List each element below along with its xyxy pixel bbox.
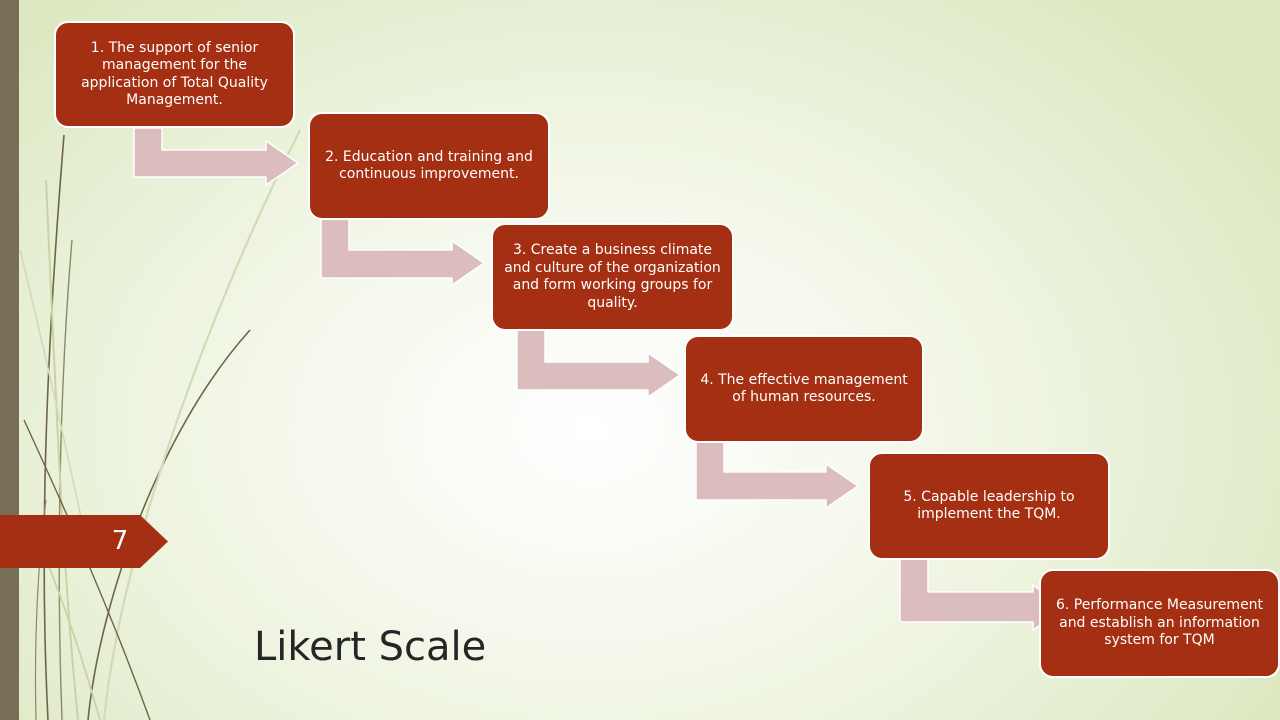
step-4-box: 4. The effective management of human res… [684, 335, 924, 443]
step-5-box: 5. Capable leadership to implement the T… [868, 452, 1110, 560]
step-4-label: 4. The effective management of human res… [700, 371, 908, 406]
step-2-label: 2. Education and training and continuous… [325, 148, 533, 183]
step-1-arrow [133, 127, 299, 186]
page-number-tab [0, 515, 168, 568]
step-4-arrow [695, 441, 859, 509]
step-1-label: 1. The support of senior management for … [81, 39, 268, 109]
step-3-label: 3. Create a business climate and culture… [504, 242, 721, 311]
step-1-box: 1. The support of senior management for … [54, 21, 295, 128]
step-2-box: 2. Education and training and continuous… [308, 112, 550, 220]
step-5-label: 5. Capable leadership to implement the T… [903, 488, 1075, 523]
step-3-box: 3. Create a business climate and culture… [491, 223, 734, 331]
slide-title: Likert Scale [254, 624, 487, 670]
step-6-box: 6. Performance Measurement and establish… [1039, 569, 1280, 678]
step-3-arrow [516, 329, 681, 398]
step-2-arrow [320, 217, 485, 286]
step-6-label: 6. Performance Measurement and establish… [1055, 597, 1264, 649]
page-number: 7 [111, 526, 129, 556]
